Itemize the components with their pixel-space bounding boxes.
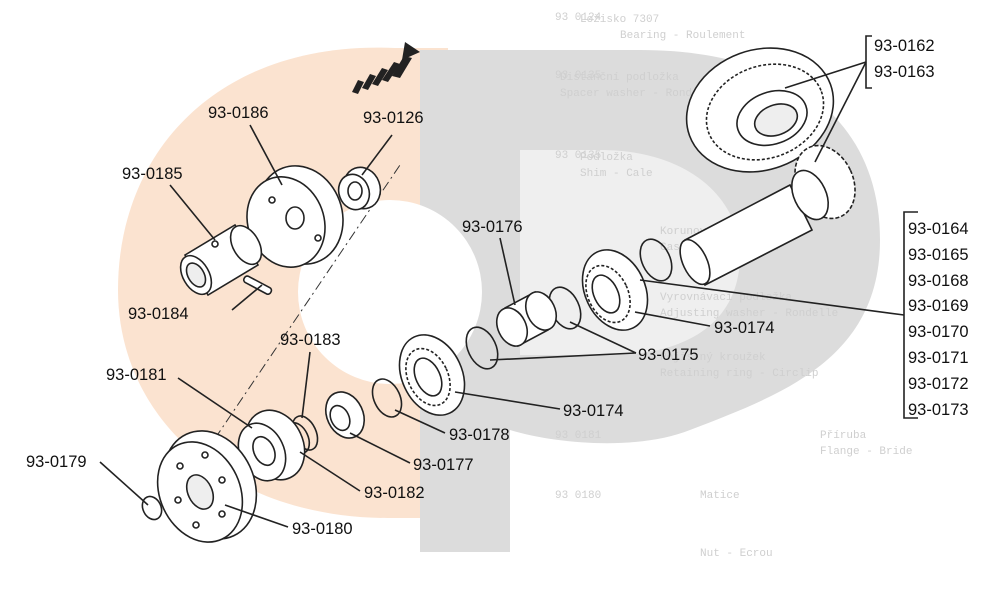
label-93-0184: 93-0184 <box>128 305 189 323</box>
label-93-0185: 93-0185 <box>122 165 183 183</box>
bg-row-2b: Spacer washer - Rondelle <box>560 88 718 100</box>
part-93-0185-sleeve <box>179 223 263 297</box>
bg-row-8a: Matice <box>700 490 740 502</box>
part-93-0177-castle-nut <box>324 391 366 439</box>
label-93-0162: 93-0162 <box>874 37 935 55</box>
watermark-gray-inner <box>520 150 740 355</box>
label-93-0176: 93-0176 <box>462 218 523 236</box>
label-93-0175: 93-0175 <box>638 346 699 364</box>
label-93-0179: 93-0179 <box>26 453 87 471</box>
part-labels: 93-0162 93-0163 93-0186 93-0126 93-0185 … <box>26 37 969 538</box>
bg-code-5: 93 0180 <box>555 490 601 502</box>
parts-drawing <box>141 47 856 543</box>
bg-row-3a: Podložka <box>580 152 633 164</box>
label-93-0178: 93-0178 <box>449 426 510 444</box>
leader-lines <box>99 35 918 528</box>
bg-row-5a: Vyrovnávací podložka <box>660 292 792 304</box>
label-93-0170: 93-0170 <box>908 323 969 341</box>
bg-row-2a: Distanční podložka <box>560 72 679 84</box>
part-93-0179-circlip <box>141 495 163 521</box>
bg-row-7a: Příruba <box>820 430 867 442</box>
bg-row-1b: Bearing - Roulement <box>620 30 745 42</box>
bg-code-4: 93 0181 <box>555 430 602 442</box>
label-93-0165: 93-0165 <box>908 246 969 264</box>
label-93-0168: 93-0168 <box>908 272 969 290</box>
bg-row-7b: Flange - Bride <box>820 446 912 458</box>
bevel-ring-gear <box>685 47 835 173</box>
bg-code-3: 93 0135 <box>555 150 601 162</box>
bg-row-3b: Shim - Cale <box>580 168 653 180</box>
label-93-0177: 93-0177 <box>413 456 474 474</box>
label-93-0181: 93-0181 <box>106 366 167 384</box>
bg-code-2: 93 0135 <box>555 70 601 82</box>
part-93-0178-ring <box>371 378 403 418</box>
part-93-0176-spacer <box>495 290 558 348</box>
part-93-0174-upper-bearing <box>581 249 649 331</box>
part-93-0181-collar <box>237 409 306 482</box>
pinion-gear-shaft <box>679 144 856 287</box>
label-93-0186: 93-0186 <box>208 104 269 122</box>
label-93-0174-lower: 93-0174 <box>563 402 624 420</box>
part-93-0174-lower-bearing <box>398 334 466 416</box>
bg-row-8b: Nut - Ecrou <box>700 548 773 560</box>
label-93-0180: 93-0180 <box>292 520 353 538</box>
part-93-0175-ring-b <box>465 326 499 370</box>
part-93-0184-pin <box>242 275 273 296</box>
label-93-0173: 93-0173 <box>908 401 969 419</box>
label-93-0171: 93-0171 <box>908 349 969 367</box>
part-93-0126-nut <box>337 166 382 211</box>
bg-code-1: 93 0124 <box>555 12 602 24</box>
direction-arrow <box>352 42 420 94</box>
bg-row-6a: Pojistný kroužek <box>660 352 766 364</box>
part-93-0186-disc <box>246 165 344 268</box>
label-93-0182: 93-0182 <box>364 484 425 502</box>
label-93-0164: 93-0164 <box>908 220 969 238</box>
part-93-0180-flange <box>156 430 258 543</box>
bg-row-1a: Ložisko 7307 <box>580 14 659 26</box>
label-93-0163: 93-0163 <box>874 63 935 81</box>
washer-upper <box>639 238 673 282</box>
label-93-0174-upper: 93-0174 <box>714 319 775 337</box>
bg-row-5b: Adjusting washer - Rondelle <box>660 308 838 320</box>
background-parts-table: Ložisko 7307 Bearing - Roulement Distanč… <box>555 12 912 560</box>
label-93-0183: 93-0183 <box>280 331 341 349</box>
label-93-0172: 93-0172 <box>908 375 969 393</box>
label-93-0169: 93-0169 <box>908 297 969 315</box>
bg-row-6b: Retaining ring - Circlip <box>660 368 818 380</box>
label-93-0126: 93-0126 <box>363 109 424 127</box>
